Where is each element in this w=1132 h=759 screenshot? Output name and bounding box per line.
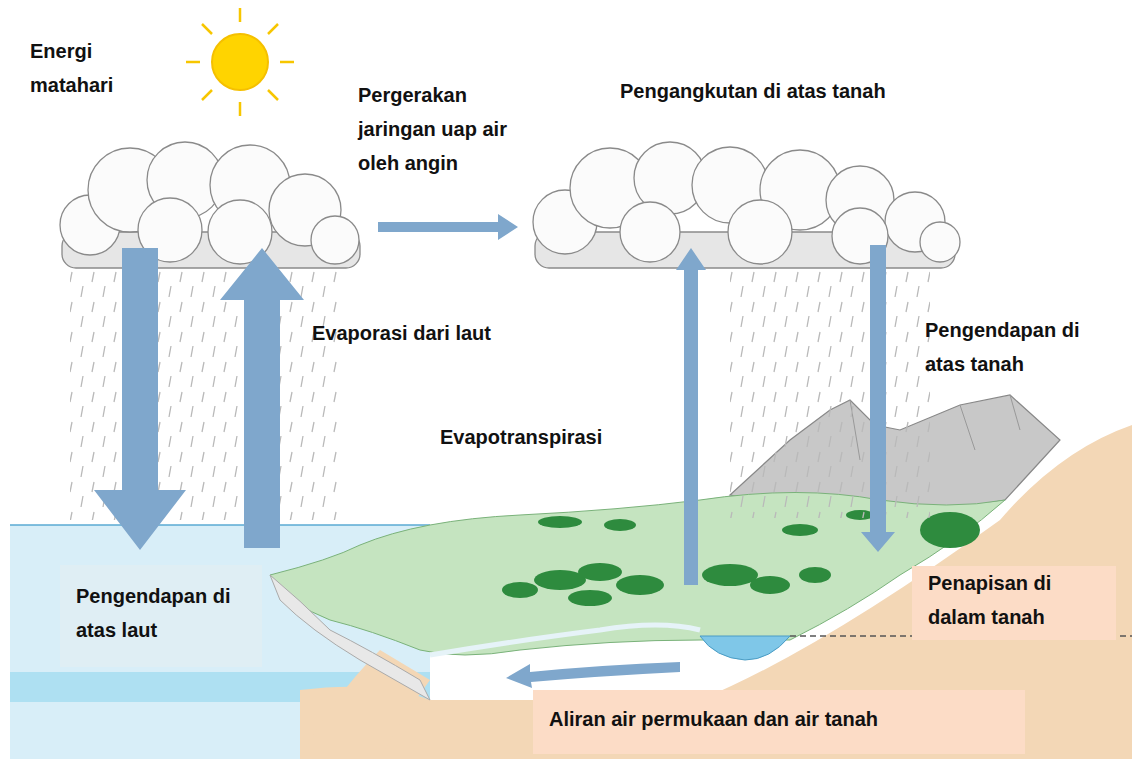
precipitation-label: Pengendapan di atas tanah bbox=[925, 313, 1105, 381]
infiltration-box: Penapisan di dalam tanah bbox=[912, 566, 1116, 640]
box-text: Pengendapan di atas laut bbox=[76, 579, 246, 647]
sea-precipitation-box: Pengendapan di atas laut bbox=[60, 565, 262, 667]
evapotranspiration-label: Evapotranspirasi bbox=[440, 420, 640, 454]
cloud bbox=[60, 142, 360, 268]
runoff-box: Aliran air permukaan dan air tanah bbox=[533, 690, 1025, 754]
river bbox=[430, 625, 700, 655]
box-text: Penapisan di dalam tanah bbox=[928, 566, 1100, 634]
energy-label: Energi matahari bbox=[30, 34, 160, 102]
lake bbox=[700, 636, 790, 660]
cloud bbox=[533, 142, 960, 268]
evaporation-label: Evaporasi dari laut bbox=[312, 316, 492, 350]
trees bbox=[502, 510, 980, 606]
rain bbox=[70, 270, 340, 520]
coast bbox=[270, 575, 430, 700]
sun bbox=[186, 8, 294, 116]
transport-label: Pengangkutan di atas tanah bbox=[620, 74, 980, 108]
wind-label: Pergerakan jaringan uap air oleh angin bbox=[358, 78, 523, 180]
box-text: Aliran air permukaan dan air tanah bbox=[549, 702, 1009, 736]
rain bbox=[730, 268, 930, 518]
